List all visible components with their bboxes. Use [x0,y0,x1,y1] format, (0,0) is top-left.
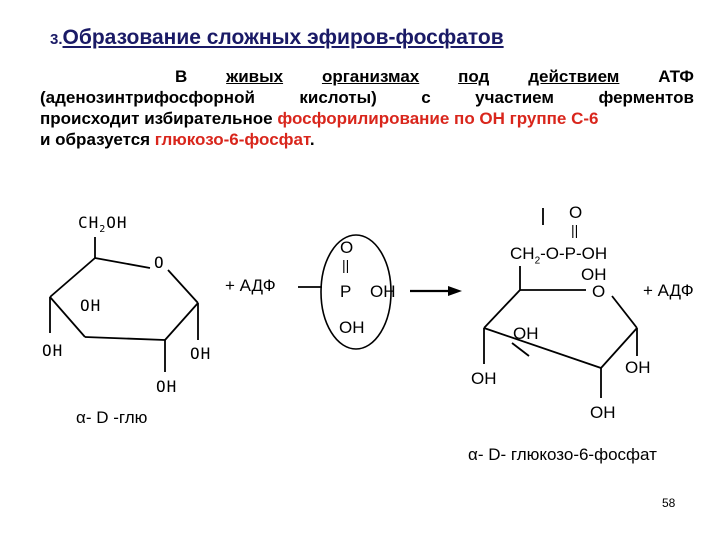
word: живых [226,67,284,86]
alpha-d-glucose-name: α- D -глю [76,408,148,427]
paragraph-line-2: (аденозинтрифосфорной кислоты) с участие… [40,87,694,108]
plus-adp-label: + АДФ [225,276,276,295]
bond-line [84,336,166,341]
word: с [421,88,431,107]
bond-line [164,302,199,341]
text-highlight: фосфорилирование по ОН группе С-6 [277,109,599,128]
bond-line [49,296,86,338]
word: организмах [321,67,420,86]
text-plain: . [309,130,315,149]
phosphorus-atom-label: P [340,282,352,301]
paragraph-line-3: происходит избирательное фосфорилировани… [40,108,694,129]
text-plain: и образуется [40,130,155,149]
title-text: Образование сложных эфиров-фосфатов [62,26,504,49]
word: АТФ [658,67,694,86]
word: действием [528,67,620,86]
page-number: 58 [662,496,676,510]
paragraph-line-4: и образуется глюкозо-6-фосфат. [40,129,694,150]
reaction-arrow-head [448,286,462,296]
slide-title: 3.Образование сложных эфиров-фосфатов [50,26,504,50]
double-bond-symbol: || [571,222,579,238]
title-number: 3. [50,31,63,48]
ring-oxygen-label: O [592,282,606,301]
word: под [458,67,490,86]
hydroxyl-label: OH [513,324,539,343]
word: кислоты) [299,88,377,107]
phosphate-ester-chain-label: CH2-O-P-OH [510,244,608,267]
phosphate-oxygen-label: O [569,203,583,222]
hydroxyl-label: OH [42,341,64,360]
hydroxyl-label: OH [339,318,365,337]
plus-adp-label: + АДФ [643,281,694,300]
bond-line [600,327,638,369]
word: (аденозинтрифосфорной [40,88,255,107]
word: участием [475,88,554,107]
phosphate-highlight-ellipse [320,234,392,350]
glucose-6-phosphate-name: α- D- глюкозо-6-фосфат [468,445,657,464]
text-plain: происходит избирательное [40,109,278,128]
ring-oxygen-label: O [154,253,165,272]
hydroxyl-label: OH [190,344,212,363]
bond-line [511,342,530,357]
hydroxyl-label: OH [471,369,497,388]
bond-line [167,269,199,304]
bond-line [94,257,151,269]
hydroxyl-label: OH [625,358,651,377]
hydroxyl-label: OH [590,403,616,422]
word: В [175,67,188,86]
paragraph-line-1: В живых организмах под действием АТФ [40,66,694,87]
bond-line [49,257,96,298]
hydroxyl-label: OH [80,296,102,315]
bond-line [483,289,521,329]
bond-line [483,327,602,369]
word: ферментов [598,88,694,107]
double-bond-symbol: || [342,257,350,273]
bond-line [611,295,638,329]
hydroxyl-label: OH [156,377,178,396]
phosphate-oxygen-label: O [340,238,354,257]
ch2oh-group-label: CH2OH [78,213,128,236]
hydroxyl-label: OH [581,265,607,284]
description-paragraph: В живых организмах под действием АТФ (ад… [40,66,694,150]
hydroxyl-label: OH [370,282,396,301]
text-highlight: глюкозо-6-фосфат [154,130,310,149]
